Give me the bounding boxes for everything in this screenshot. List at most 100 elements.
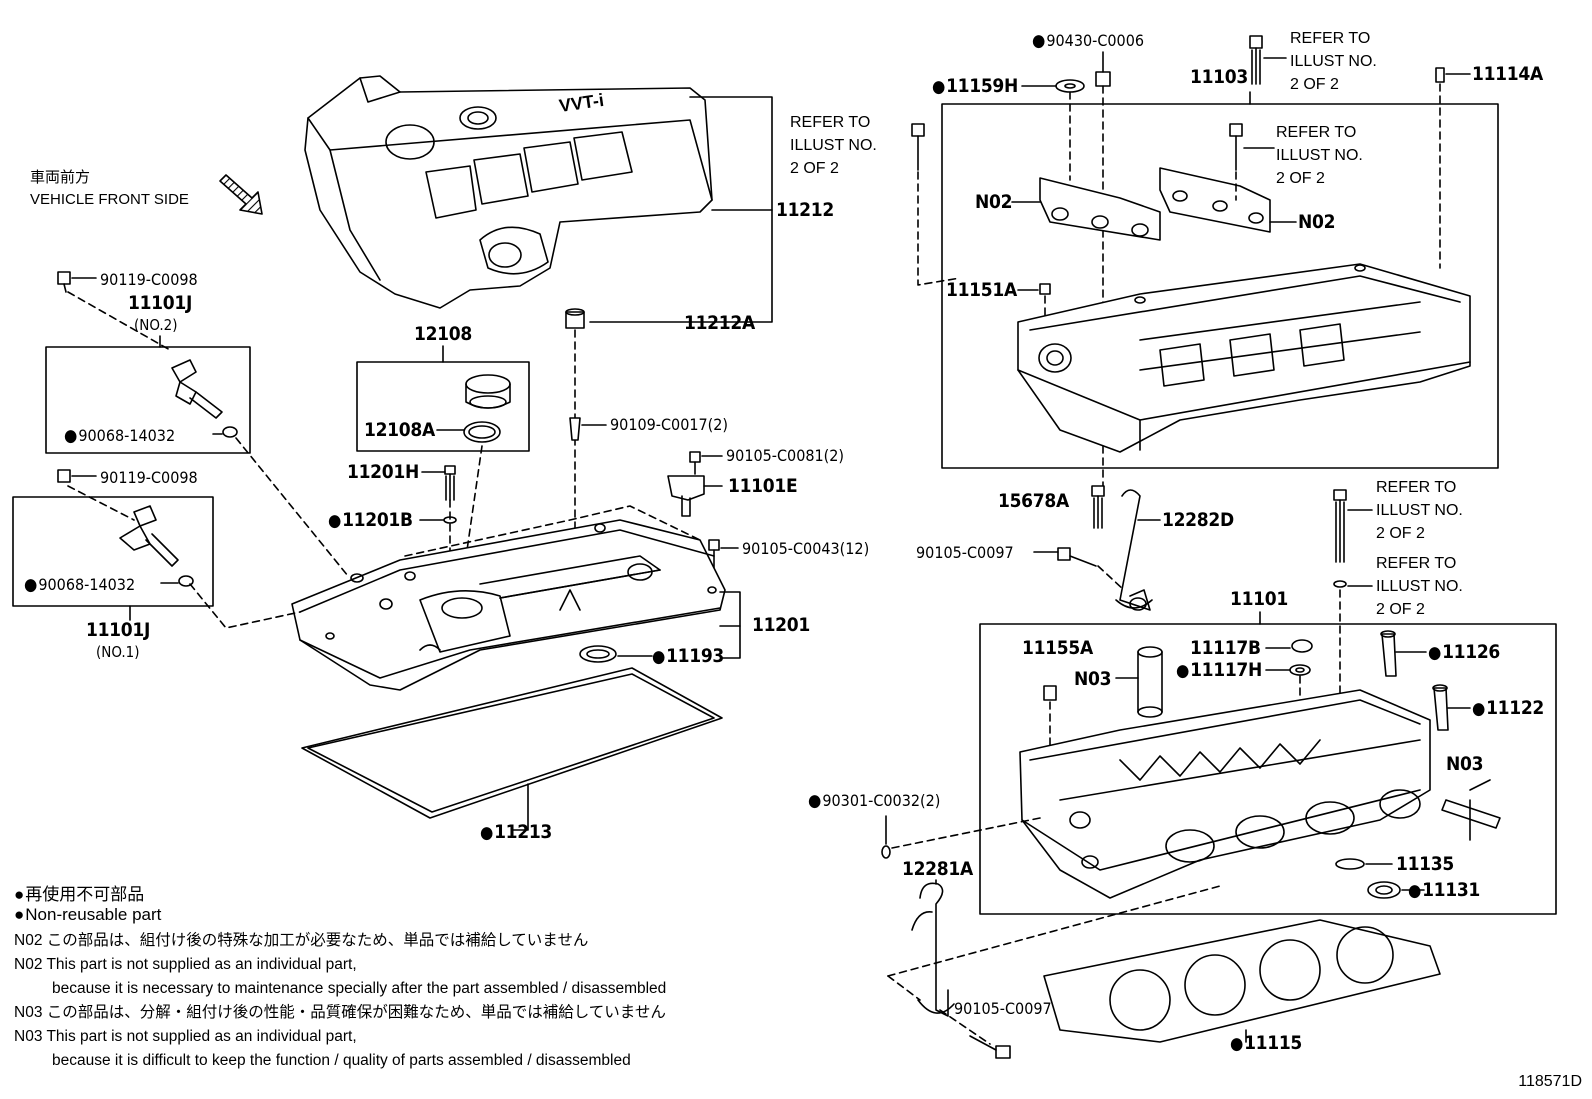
seal-11131-drawing [1367, 881, 1401, 899]
part-label-11212a[interactable]: 11212A [684, 312, 755, 334]
refer-line: ILLUST NO. [1276, 147, 1363, 164]
notes-block: N02 この部品は、組付け後の特殊な加工が必要なため、単品では補給していません … [14, 929, 666, 1073]
part-label-11135[interactable]: 11135 [1396, 853, 1454, 875]
part-label-12282d[interactable]: 12282D [1162, 509, 1234, 531]
washer-11159h-drawing [1055, 79, 1085, 93]
part-label-11122[interactable]: 11122 [1472, 697, 1544, 720]
part-label-90109-c0017[interactable]: 90109-C0017(2) [610, 415, 729, 434]
bolt-90105-c0097-a-drawing [1057, 547, 1097, 567]
part-label-90301-c0032[interactable]: 90301-C0032(2) [808, 790, 940, 812]
part-label-11117h[interactable]: 11117H [1176, 659, 1262, 682]
bolt-15678a-drawing [1091, 485, 1105, 529]
note-n02-en-1: N02 This part is not supplied as an indi… [14, 956, 357, 973]
refer-note-mid: REFER TO ILLUST NO. 2 OF 2 [1276, 121, 1363, 190]
part-label-11193[interactable]: 11193 [652, 645, 724, 668]
bolt-refer-d-drawing [1333, 489, 1347, 563]
part-label-12108a[interactable]: 12108A [364, 419, 435, 441]
front-side-en: VEHICLE FRONT SIDE [30, 191, 189, 208]
pin-11114a-drawing [1435, 67, 1445, 83]
part-label-n02-left[interactable]: N02 [975, 191, 1013, 213]
refer-line: ILLUST NO. [790, 137, 877, 154]
front-side-jp: 車両前方 [30, 169, 91, 186]
gasket-90430-drawing [1095, 71, 1111, 87]
retainer-11117b-drawing [1291, 639, 1313, 653]
refer-line: 2 OF 2 [1290, 76, 1339, 93]
part-label-11213[interactable]: 11213 [480, 821, 552, 844]
front-side-label: 車両前方 VEHICLE FRONT SIDE [30, 167, 189, 211]
grommet-11212a-drawing [565, 308, 585, 329]
part-label-11101e[interactable]: 11101E [728, 475, 798, 497]
part-label-90105-c0097-a[interactable]: 90105-C0097 [916, 543, 1014, 562]
bolt-refer-a-drawing [1249, 35, 1263, 85]
bolt-90119-a-drawing [57, 271, 71, 293]
part-label-11101j-no2[interactable]: 11101J [128, 292, 193, 314]
part-label-90105-c0043[interactable]: 90105-C0043(12) [742, 539, 870, 558]
part-label-90068-14032-a[interactable]: 90068-14032 [64, 425, 175, 447]
refer-line: 2 OF 2 [1376, 601, 1425, 618]
part-label-n02-right[interactable]: N02 [1298, 211, 1336, 233]
legend-jp: 再使用不可部品 [14, 880, 144, 905]
engine-hanger-12281a-drawing [911, 882, 955, 1017]
pin-11151a-drawing [1039, 283, 1051, 295]
washer-refer-drawing [1333, 580, 1347, 588]
part-label-11212[interactable]: 11212 [776, 199, 834, 221]
head-cover-drawing [291, 519, 726, 691]
part-label-11151a[interactable]: 11151A [946, 279, 1017, 301]
part-label-n03-b[interactable]: N03 [1446, 753, 1484, 775]
bearing-cap-n02-right-drawing [1159, 167, 1271, 233]
tube-n03-a-drawing [1137, 646, 1163, 718]
refer-line: 2 OF 2 [790, 160, 839, 177]
note-n02-en-2: because it is necessary to maintenance s… [52, 980, 667, 997]
part-label-11117b[interactable]: 11117B [1190, 637, 1261, 659]
ocv-no1-drawing [119, 505, 179, 567]
part-label-90068-14032-b[interactable]: 90068-14032 [24, 574, 135, 596]
engine-hanger-12282d-drawing [1115, 489, 1153, 611]
oil-filler-cap-drawing [463, 374, 511, 443]
part-label-90119-c0098-a[interactable]: 90119-C0098 [100, 270, 198, 289]
refer-note-left: REFER TO ILLUST NO. 2 OF 2 [790, 111, 877, 180]
part-label-11131[interactable]: 11131 [1408, 879, 1480, 902]
bolt-refer-c-drawing [1229, 123, 1243, 171]
illustration-number: 118571D [1518, 1073, 1582, 1090]
ocv-no2-drawing [171, 359, 223, 419]
guide-11122-drawing [1432, 684, 1449, 731]
refer-line: 2 OF 2 [1276, 170, 1325, 187]
part-label-11201h[interactable]: 11201H [347, 461, 419, 483]
part-label-90119-c0098-b[interactable]: 90119-C0098 [100, 468, 198, 487]
part-label-11101j-no1-sub: (NO.1) [96, 643, 140, 661]
refer-line: 2 OF 2 [1376, 525, 1425, 542]
note-n03-en-2: because it is difficult to keep the func… [52, 1052, 631, 1069]
plug-11135-drawing [1335, 858, 1365, 870]
part-label-90105-c0081[interactable]: 90105-C0081(2) [726, 446, 845, 465]
bolt-90105-c0097-b-drawing [969, 1035, 1011, 1059]
refer-line: REFER TO [1376, 555, 1457, 572]
bearing-cap-n02-left-drawing [1039, 177, 1161, 241]
part-label-11155a[interactable]: 11155A [1022, 637, 1093, 659]
part-label-90105-c0097-b[interactable]: 90105-C0097 [954, 999, 1052, 1018]
part-label-11159h[interactable]: 11159H [932, 75, 1018, 98]
refer-note-top: REFER TO ILLUST NO. 2 OF 2 [1290, 27, 1377, 96]
part-label-11114a[interactable]: 11114A [1472, 63, 1543, 85]
refer-note-right-a: REFER TO ILLUST NO. 2 OF 2 [1376, 476, 1463, 545]
part-label-11126[interactable]: 11126 [1428, 641, 1500, 664]
part-label-90430-c0006[interactable]: 90430-C0006 [1032, 30, 1144, 52]
part-label-11201[interactable]: 11201 [752, 614, 810, 636]
part-label-12281a[interactable]: 12281A [902, 858, 973, 880]
note-n03-jp: N03 この部品は、分解・組付け後の性能・品質確保が困難なため、単品では補給して… [14, 1004, 666, 1021]
note-n02-jp: N02 この部品は、組付け後の特殊な加工が必要なため、単品では補給していません [14, 932, 589, 949]
tube-n03-b-drawing [1441, 779, 1501, 841]
part-label-15678a[interactable]: 15678A [998, 490, 1069, 512]
stud-90109-drawing [569, 417, 581, 441]
engine-cover-drawing [304, 75, 713, 309]
part-label-n03-a[interactable]: N03 [1074, 668, 1112, 690]
part-label-11101[interactable]: 11101 [1230, 588, 1288, 610]
part-label-11115[interactable]: 11115 [1230, 1032, 1302, 1055]
seal-11193-drawing [579, 645, 617, 663]
part-label-11101j-no1[interactable]: 11101J [86, 619, 151, 641]
part-label-11201b[interactable]: 11201B [328, 509, 413, 532]
refer-line: ILLUST NO. [1290, 53, 1377, 70]
bolt-refer-b-drawing [911, 123, 925, 171]
part-label-12108[interactable]: 12108 [414, 323, 472, 345]
part-label-11103[interactable]: 11103 [1190, 66, 1248, 88]
